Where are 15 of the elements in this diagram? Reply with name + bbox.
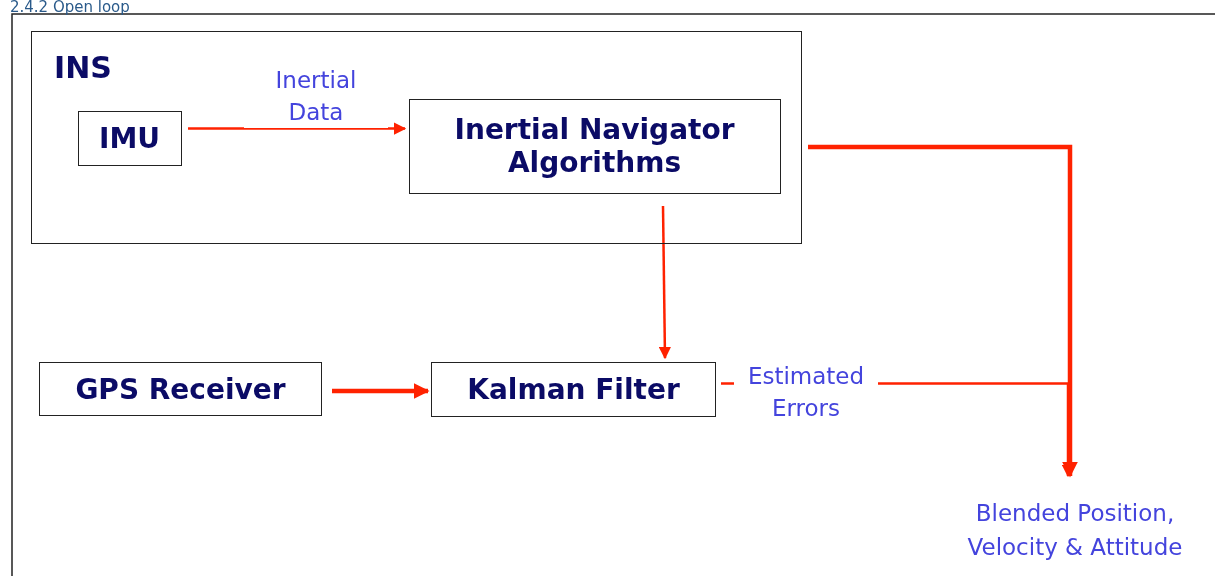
arrow	[658, 206, 672, 360]
box-label: IMU	[99, 121, 160, 155]
box-label: GPS Receiver	[75, 372, 286, 406]
box-label: Inertial Navigator Algorithms	[453, 113, 736, 179]
output-label: Blended Position, Velocity & Attitude	[966, 499, 1184, 562]
arrow	[808, 144, 1078, 478]
process-box	[431, 362, 716, 417]
box-label: Kalman Filter	[467, 373, 680, 406]
group-title: INS	[54, 50, 112, 85]
process-box	[408, 98, 781, 194]
arrow	[188, 122, 407, 135]
section-heading: 2.4.2 Open loop	[10, 0, 130, 16]
arrow	[332, 383, 430, 399]
process-box	[77, 110, 182, 166]
process-box	[39, 362, 322, 416]
